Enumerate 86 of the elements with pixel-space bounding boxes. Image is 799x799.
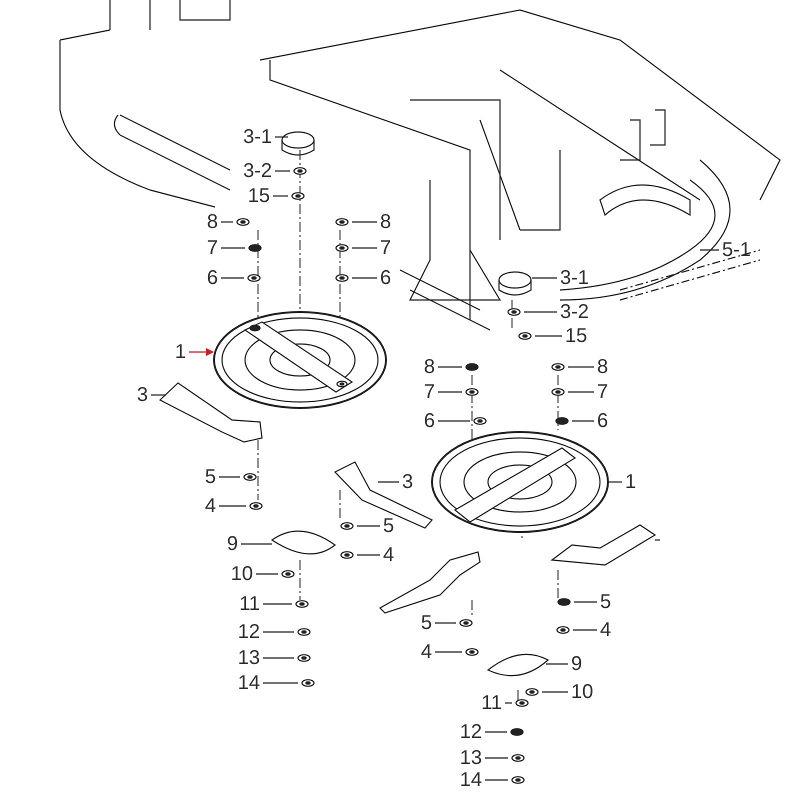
callout-number: 10 [230, 564, 253, 584]
leader-line [485, 757, 508, 759]
callout-number: 3 [402, 472, 414, 492]
callout-number: 8 [380, 212, 392, 232]
leader-line [607, 481, 622, 483]
leader-line [263, 631, 294, 633]
callout-number: 15 [565, 326, 588, 346]
leader-line [435, 651, 462, 653]
callout-number: 8 [424, 357, 435, 377]
arrow [189, 348, 214, 356]
callout-number: 7 [424, 382, 435, 402]
callout-number: 13 [460, 748, 482, 768]
leader-line [219, 476, 240, 478]
leader-line [438, 420, 470, 422]
leader-line [505, 702, 512, 704]
leader-line [573, 629, 597, 631]
callout-number: 15 [248, 186, 270, 206]
leader-line [241, 543, 272, 545]
callout-number: 5 [204, 467, 216, 487]
callout-number: 6 [424, 411, 435, 431]
leader-line [546, 663, 568, 665]
leader-line [256, 573, 278, 575]
leader-line [275, 136, 288, 138]
callout-number: 9 [571, 654, 582, 674]
callout-number: 14 [238, 673, 260, 693]
callout-number: 14 [460, 770, 482, 790]
leader-line [263, 657, 294, 659]
callout-number: 1 [625, 472, 636, 492]
callout-number: 5 [420, 613, 432, 633]
leader-line [219, 505, 246, 507]
callout-number: 7 [380, 238, 392, 258]
callout-number: 4 [204, 496, 216, 516]
leader-line [485, 779, 508, 781]
leader-line [378, 481, 399, 483]
leader-line [435, 622, 456, 624]
callout-number: 12 [460, 722, 482, 742]
leader-line [438, 391, 462, 393]
leader-line [568, 366, 594, 368]
callout-number: 7 [206, 238, 218, 258]
leader-line [352, 277, 377, 279]
callout-number: 5-1 [722, 240, 751, 260]
callout-number: 5 [600, 592, 612, 612]
leader-line [524, 311, 557, 313]
leader-line [221, 247, 245, 249]
callout-number: 11 [481, 693, 502, 713]
callout-number: 8 [597, 357, 608, 377]
leader-line [273, 195, 288, 197]
callout-number: 4 [383, 545, 394, 565]
callout-number: 9 [226, 534, 238, 554]
leader-line [574, 601, 597, 603]
leader-line [485, 731, 507, 733]
callout-number: 4 [420, 642, 432, 662]
leader-line [352, 221, 377, 223]
leader-line [532, 277, 557, 279]
callout-number: 6 [380, 268, 392, 288]
leader-line [438, 366, 462, 368]
leader-line [700, 249, 719, 251]
leader-line [263, 603, 292, 605]
callout-number: 6 [206, 268, 218, 288]
leader-line [263, 682, 298, 684]
callout-number: 10 [571, 682, 594, 702]
leader-line [357, 525, 380, 527]
callout-number: 8 [206, 212, 218, 232]
callout-number: 13 [238, 648, 260, 668]
callout-number: 3 [136, 385, 148, 405]
leader-line [221, 221, 233, 223]
callout-number: 6 [597, 411, 608, 431]
leader-line [221, 277, 244, 279]
leader-line [568, 391, 594, 393]
callout-number: 7 [597, 382, 608, 402]
callout-number: 3-2 [560, 302, 589, 322]
callout-number: 3-2 [243, 161, 272, 181]
callout-number: 4 [600, 620, 612, 640]
callout-number: 11 [239, 594, 260, 614]
leader-line [352, 247, 377, 249]
callout-number: 12 [238, 622, 260, 642]
callout-number: 3-1 [560, 268, 589, 288]
leader-line [542, 691, 568, 693]
callout-number: 5 [383, 516, 394, 536]
callout-number: 1 [174, 342, 186, 362]
leader-line [572, 420, 594, 422]
leader-line [275, 170, 290, 172]
callout-number: 3-1 [243, 127, 272, 147]
leader-line [151, 394, 166, 396]
leader-line [357, 554, 380, 556]
leader-line [535, 335, 562, 337]
